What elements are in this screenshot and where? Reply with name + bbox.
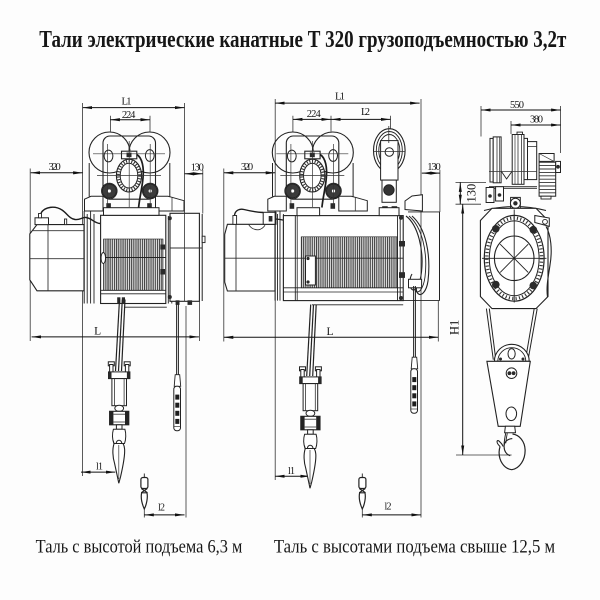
svg-text:l1: l1 (288, 466, 295, 477)
svg-text:224: 224 (122, 110, 136, 121)
svg-text:l1: l1 (96, 462, 103, 473)
svg-text:320: 320 (48, 162, 60, 173)
svg-text:550: 550 (510, 100, 524, 111)
svg-text:Таль с высотой подъема 6,3 м: Таль с высотой подъема 6,3 м (36, 538, 243, 558)
svg-text:130: 130 (464, 184, 478, 203)
svg-text:Таль с высотами подъема свыше: Таль с высотами подъема свыше 12,5 м (274, 538, 556, 558)
svg-text:Тали электрические канатные Т: Тали электрические канатные Т 320 грузоп… (39, 26, 566, 53)
svg-text:L1: L1 (122, 96, 132, 107)
svg-text:l2: l2 (385, 502, 392, 513)
svg-text:224: 224 (307, 109, 322, 120)
svg-text:H1: H1 (448, 320, 462, 335)
svg-text:320: 320 (241, 162, 253, 173)
svg-text:L1: L1 (335, 91, 345, 102)
svg-text:L: L (94, 325, 101, 337)
svg-text:130: 130 (191, 162, 204, 173)
svg-text:L2: L2 (361, 107, 370, 118)
svg-text:L: L (326, 326, 333, 338)
svg-text:380: 380 (530, 115, 543, 126)
svg-text:130: 130 (427, 162, 441, 173)
svg-text:l2: l2 (158, 503, 165, 514)
